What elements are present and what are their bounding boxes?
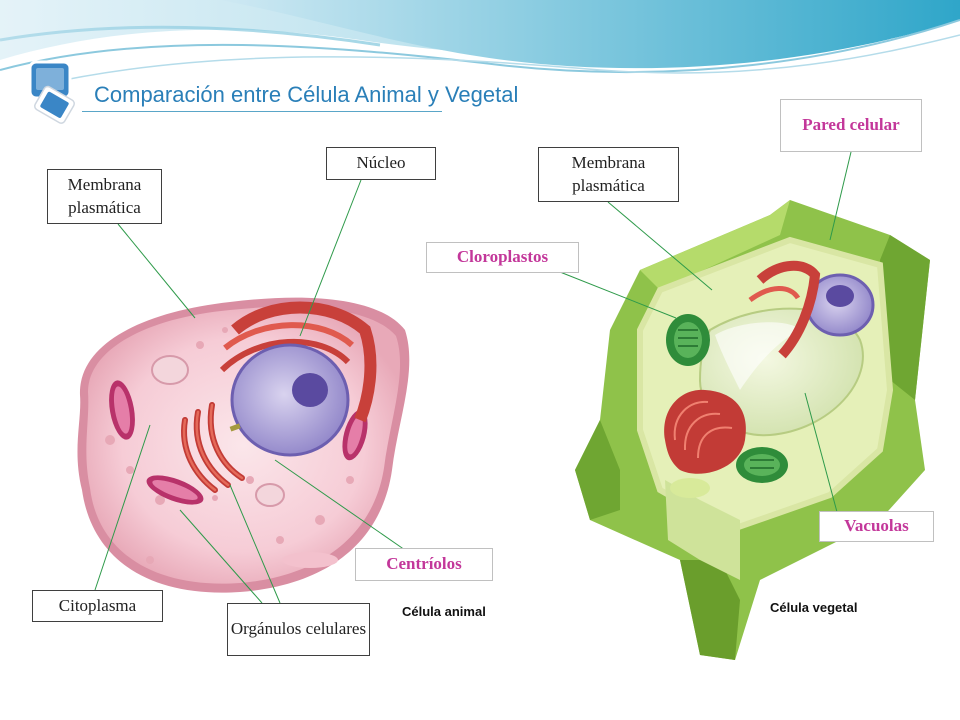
slide-title: Comparación entre Célula Animal y Vegeta…	[94, 82, 519, 107]
caption-animal-cell: Célula animal	[402, 604, 486, 619]
header-waves	[0, 0, 960, 86]
label-membrana-vegetal: Membrana plasmática	[538, 147, 679, 202]
label-nucleo: Núcleo	[326, 147, 436, 180]
animal-cell-illustration	[77, 297, 410, 593]
label-membrana-animal: Membrana plasmática	[47, 169, 162, 224]
label-centriolos: Centríolos	[355, 548, 493, 581]
slide-bullet-icon	[28, 60, 76, 124]
label-organulos: Orgánulos celulares	[227, 603, 370, 656]
label-vacuolas: Vacuolas	[819, 511, 934, 542]
label-citoplasma: Citoplasma	[32, 590, 163, 622]
label-cloroplastos: Cloroplastos	[426, 242, 579, 273]
leader-lines	[94, 151, 852, 604]
caption-plant-cell: Célula vegetal	[770, 600, 858, 615]
title-underline	[82, 111, 442, 112]
label-pared-celular: Pared celular	[780, 99, 922, 152]
plant-cell-illustration	[575, 200, 930, 660]
